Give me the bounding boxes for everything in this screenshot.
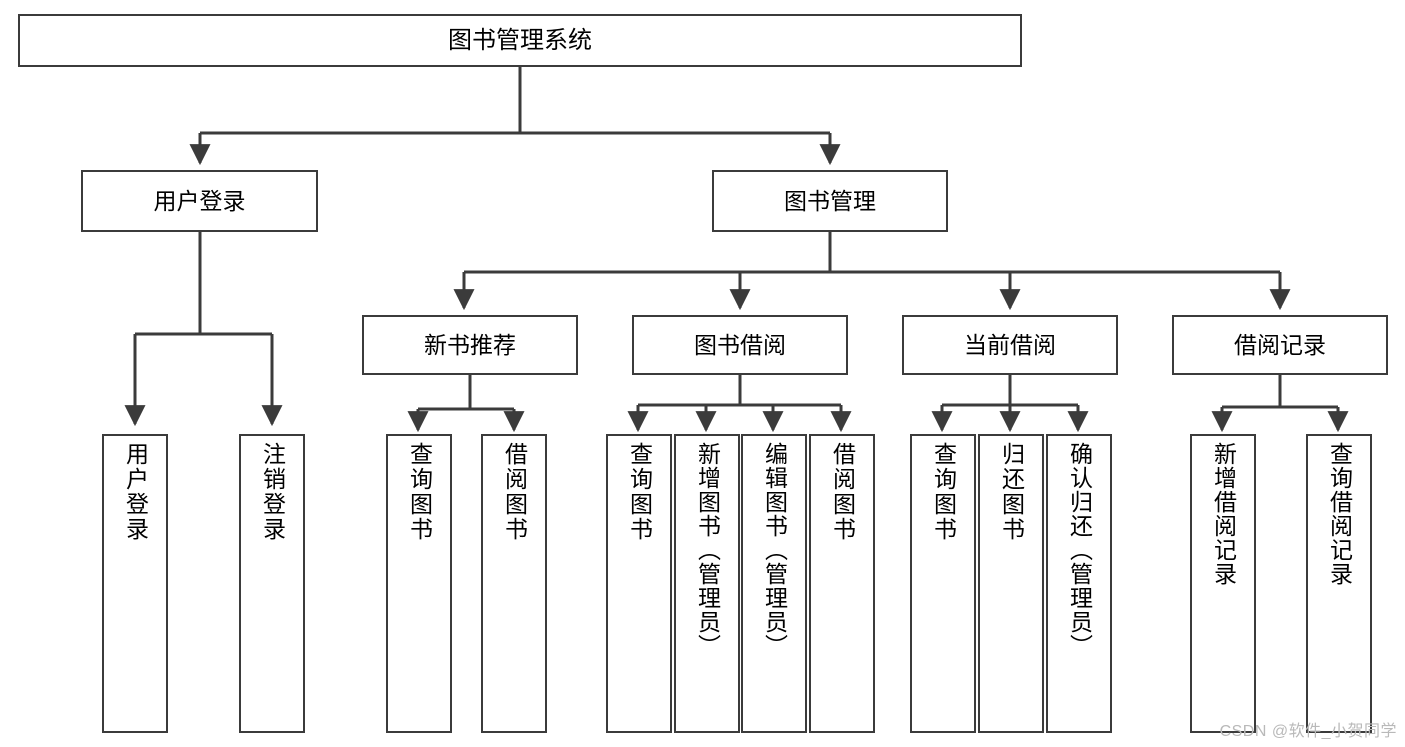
node-label: 当前借阅: [964, 331, 1056, 358]
leaf-user-login[interactable]: 用户登录: [102, 434, 168, 733]
leaf-borrow-book-new[interactable]: 借阅图书: [481, 434, 547, 733]
node-label: 借阅记录: [1234, 331, 1326, 358]
leaf-return-book[interactable]: 归还图书: [978, 434, 1044, 733]
node-label: 查询图书: [406, 442, 433, 542]
node-label: 编辑图书（管理员）: [761, 442, 788, 658]
node-new-book-recommendation[interactable]: 新书推荐: [362, 315, 578, 375]
csdn-watermark: CSDN @软件_小贺同学: [1219, 723, 1397, 740]
node-book-borrow[interactable]: 图书借阅: [632, 315, 848, 375]
node-label: 确认归还（管理员）: [1066, 442, 1093, 658]
leaf-borrow-book[interactable]: 借阅图书: [809, 434, 875, 733]
leaf-edit-book-admin[interactable]: 编辑图书（管理员）: [741, 434, 807, 733]
leaf-query-book-current[interactable]: 查询图书: [910, 434, 976, 733]
node-label: 归还图书: [998, 442, 1025, 542]
node-borrow-record[interactable]: 借阅记录: [1172, 315, 1388, 375]
node-label: 用户登录: [122, 442, 149, 542]
node-label: 新增图书（管理员）: [694, 442, 721, 658]
node-label: 借阅图书: [501, 442, 528, 542]
node-label: 图书管理: [784, 187, 876, 214]
leaf-logout[interactable]: 注销登录: [239, 434, 305, 733]
node-label: 查询图书: [930, 442, 957, 542]
node-label: 新增借阅记录: [1210, 442, 1237, 586]
node-label: 查询图书: [626, 442, 653, 542]
node-label: 查询借阅记录: [1326, 442, 1353, 586]
node-label: 图书管理系统: [448, 26, 592, 54]
node-root-book-management-system[interactable]: 图书管理系统: [18, 14, 1022, 67]
leaf-add-book-admin[interactable]: 新增图书（管理员）: [674, 434, 740, 733]
node-label: 图书借阅: [694, 331, 786, 358]
leaf-query-book-new[interactable]: 查询图书: [386, 434, 452, 733]
node-label: 借阅图书: [829, 442, 856, 542]
leaf-confirm-return-admin[interactable]: 确认归还（管理员）: [1046, 434, 1112, 733]
node-label: 用户登录: [153, 187, 246, 214]
leaf-query-borrow-record[interactable]: 查询借阅记录: [1306, 434, 1372, 733]
node-user-login[interactable]: 用户登录: [81, 170, 318, 232]
node-label: 注销登录: [259, 442, 286, 542]
node-current-borrow[interactable]: 当前借阅: [902, 315, 1118, 375]
leaf-add-borrow-record[interactable]: 新增借阅记录: [1190, 434, 1256, 733]
leaf-query-book-borrow[interactable]: 查询图书: [606, 434, 672, 733]
node-book-management[interactable]: 图书管理: [712, 170, 948, 232]
node-label: 新书推荐: [424, 331, 516, 358]
